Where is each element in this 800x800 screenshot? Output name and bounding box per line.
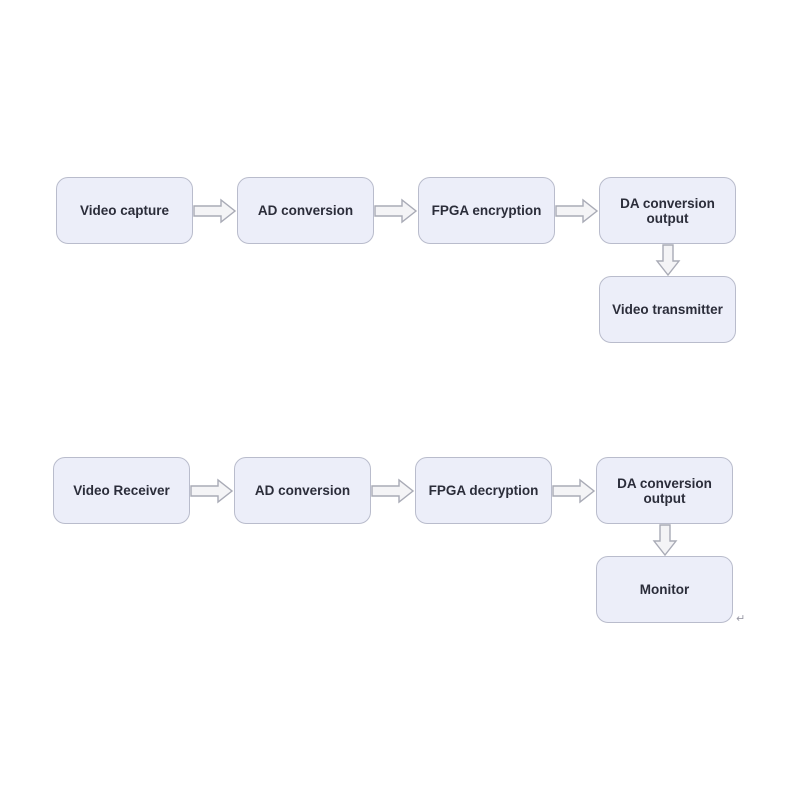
video-capture-label: Video capture <box>79 203 170 218</box>
da-conversion-output-box: DA conversion output <box>599 177 736 244</box>
paragraph-return-icon: ↵ <box>736 612 746 625</box>
da-conversion-output-label: DA conversion output <box>617 475 712 506</box>
right-arrow-icon <box>555 198 599 224</box>
down-arrow-icon <box>655 244 681 276</box>
right-arrow-icon <box>193 198 237 224</box>
fpga-encryption-box: FPGA encryption <box>418 177 555 244</box>
video-capture-box: Video capture <box>56 177 193 244</box>
ad-conversion-label: AD conversion <box>257 203 354 218</box>
fpga-decryption-box: FPGA decryption <box>415 457 552 524</box>
da-conversion-output-box: DA conversion output <box>596 457 733 524</box>
down-arrow-icon <box>652 524 678 556</box>
monitor-box: Monitor <box>596 556 733 623</box>
video-transmitter-label: Video transmitter <box>612 302 723 317</box>
right-arrow-icon <box>374 198 418 224</box>
fpga-encryption-label: FPGA encryption <box>431 203 542 218</box>
right-arrow-icon <box>190 478 234 504</box>
video-receiver-box: Video Receiver <box>53 457 190 524</box>
ad-conversion-label: AD conversion <box>254 483 351 498</box>
right-arrow-icon <box>552 478 596 504</box>
right-arrow-icon <box>371 478 415 504</box>
ad-conversion-box: AD conversion <box>234 457 371 524</box>
fpga-decryption-label: FPGA decryption <box>428 483 539 498</box>
ad-conversion-box: AD conversion <box>237 177 374 244</box>
monitor-label: Monitor <box>639 582 690 597</box>
video-receiver-label: Video Receiver <box>73 483 170 498</box>
video-transmitter-box: Video transmitter <box>599 276 736 343</box>
da-conversion-output-label: DA conversion output <box>620 195 715 226</box>
